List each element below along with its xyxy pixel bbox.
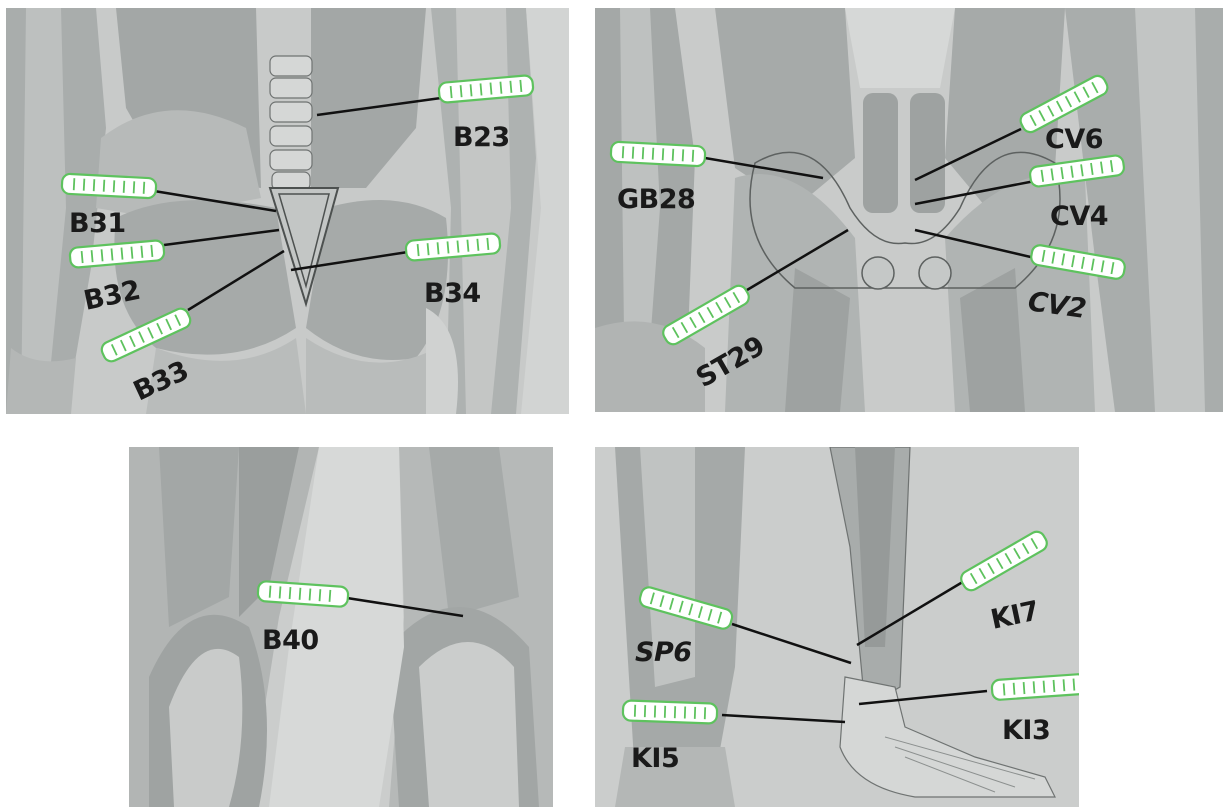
acupuncture-needle-icon [623,700,718,723]
point-label-st29: ST29 [691,330,770,394]
point-label-gb28: GB28 [617,184,695,215]
acupuncture-needle-icon [958,529,1049,593]
pelvis-annotations: GB28 CV6 CV4 CV2 ST29 [595,8,1223,412]
leader-line [915,181,1035,204]
acupuncture-needle-icon [1029,155,1125,188]
point-label-b31: B31 [69,208,126,239]
acupuncture-needle-icon [638,585,734,630]
point-label-cv4: CV4 [1050,201,1108,232]
acupuncture-needle-icon [991,674,1079,701]
ankle-annotations: SP6 KI7 KI5 KI3 [595,447,1079,807]
acupuncture-needle-icon [62,174,157,199]
lower-abdomen-panel: GB28 CV6 CV4 CV2 ST29 [595,8,1223,412]
knee-annotations: B40 [129,447,553,807]
lower-back-annotations: B23 B31 B32 B33 B34 [6,8,569,414]
point-label-b33: B33 [129,355,193,407]
acupuncture-needle-icon [69,240,164,268]
leader-line [732,624,851,663]
acupuncture-needle-icon [438,75,533,103]
leader-line [291,252,408,270]
point-label-cv6: CV6 [1045,124,1103,155]
leader-line [915,230,1035,258]
leader-line [347,598,463,616]
leader-line [164,230,279,245]
point-label-b32: B32 [81,275,143,317]
lower-back-panel: B23 B31 B32 B33 B34 [6,8,569,414]
leader-line [705,158,823,178]
leader-line [859,691,987,704]
acupuncture-needle-icon [660,283,751,347]
point-label-b23: B23 [453,122,510,153]
acupuncture-needle-icon [405,233,500,261]
leader-line [857,580,966,645]
leader-line [154,191,276,211]
point-label-sp6: SP6 [635,637,692,668]
leader-line [188,251,284,310]
acupuncture-needle-icon [611,142,706,167]
acupuncture-needle-icon [257,581,348,607]
leader-line [747,230,848,290]
back-of-knee-panel: B40 [129,447,553,807]
point-label-ki7: KI7 [988,595,1042,635]
point-label-cv2: CV2 [1026,286,1088,325]
leader-line [722,715,845,722]
acupuncture-needle-icon [1030,244,1126,280]
point-label-b40: B40 [262,625,319,656]
leader-line [317,98,441,115]
point-label-ki3: KI3 [1002,715,1050,746]
leader-line [915,129,1021,180]
point-label-ki5: KI5 [631,743,679,774]
lower-leg-ankle-panel: SP6 KI7 KI5 KI3 [595,447,1079,807]
point-label-b34: B34 [424,278,481,309]
